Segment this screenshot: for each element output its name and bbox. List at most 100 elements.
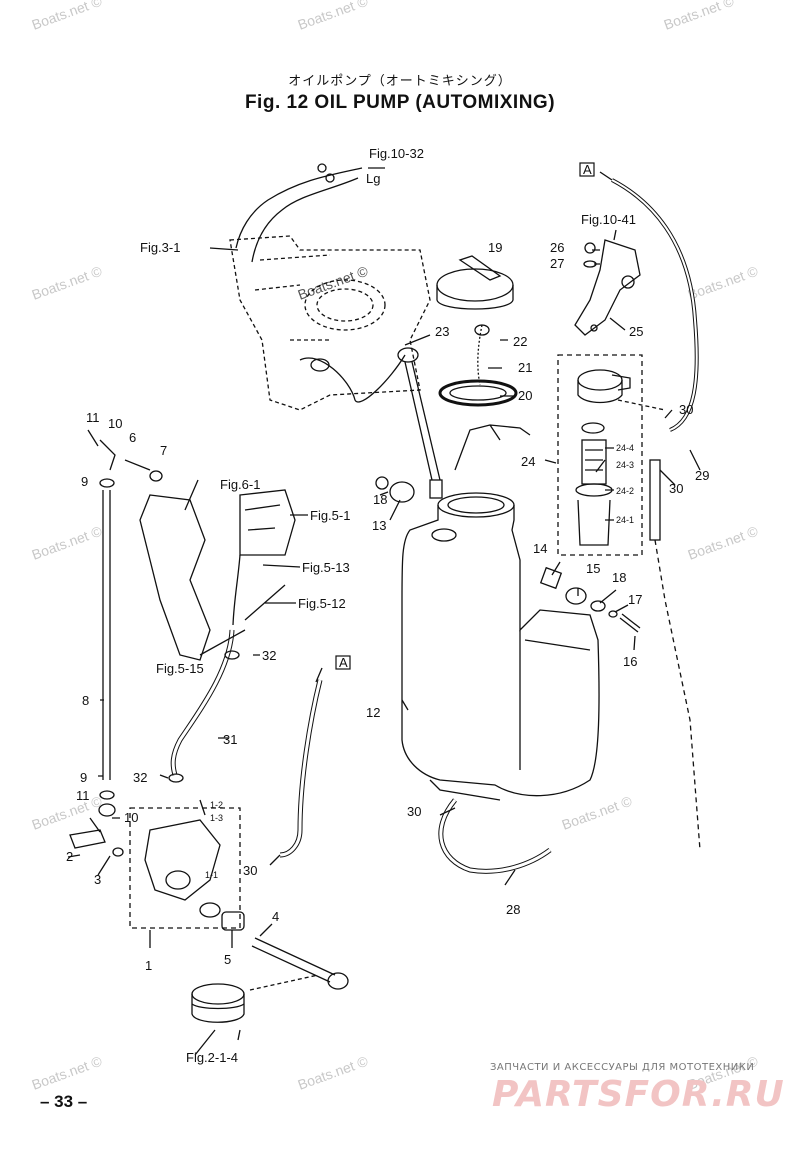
part-label: 24-4 — [616, 443, 634, 453]
part-24-fitting-body — [577, 380, 623, 404]
part-label: 19 — [488, 240, 502, 255]
watermarks: Boats.net © Boats.net © Boats.net © Boat… — [30, 0, 761, 1093]
part-label: 18 — [373, 492, 387, 507]
part-1-2-screw — [199, 799, 206, 816]
arrow-icon — [599, 171, 613, 181]
ref-a-label: A — [339, 655, 348, 670]
part-label: 29 — [695, 468, 709, 483]
part-label: 31 — [223, 732, 237, 747]
ref-a-label: A — [583, 162, 592, 177]
hose-link — [654, 539, 701, 851]
part-6-bolt — [124, 459, 151, 471]
part-label: 16 — [623, 654, 637, 669]
strainer-wire — [454, 424, 531, 471]
part-15-grommet — [565, 587, 587, 605]
part-label: 1 — [145, 958, 152, 973]
part-label: 24-2 — [616, 486, 634, 496]
watermark-text: Boats.net © — [30, 1052, 105, 1092]
part-24-3-filter — [581, 439, 607, 485]
part-label: 23 — [435, 324, 449, 339]
part-14-spacer — [539, 566, 563, 590]
watermark-text: Boats.net © — [30, 792, 105, 832]
part-25-bracket — [574, 239, 641, 336]
part-label: 10 — [124, 810, 138, 825]
part-28-hose-inner — [439, 799, 551, 873]
page-number: – 33 – — [40, 1092, 88, 1111]
part-label: 30 — [669, 481, 683, 496]
arrow-icon — [315, 667, 323, 683]
ref-fig5-12: Fig.5-12 — [298, 596, 346, 611]
figure-title-japanese: オイルポンプ（オートミキシング） — [288, 74, 512, 89]
part-label: 32 — [133, 770, 147, 785]
part-24-1-bowl — [577, 499, 611, 546]
part-label: 11 — [86, 410, 100, 425]
part-3-washer — [112, 847, 124, 857]
throttle-lever — [139, 494, 211, 661]
part-label: 1-2 — [210, 800, 223, 810]
watermark-text: Boats.net © — [296, 1052, 371, 1092]
part-label: 13 — [372, 518, 386, 533]
ref-box-a — [579, 162, 595, 177]
part-label: 9 — [80, 770, 87, 785]
part-label: 21 — [518, 360, 532, 375]
carburetor — [239, 489, 296, 556]
part-26-nut — [584, 242, 596, 254]
drive-gear — [191, 983, 245, 1005]
watermark-text: Boats.net © — [662, 0, 737, 33]
part-label: 30 — [679, 402, 693, 417]
part-24-fitting — [577, 369, 623, 391]
ref-fig10-41: Fig.10-41 — [581, 212, 636, 227]
line-art — [67, 163, 701, 1056]
pump-port — [165, 870, 191, 890]
part-31-hose-inner — [171, 629, 234, 776]
part-label: 9 — [81, 474, 88, 489]
drive-gear-body — [191, 994, 245, 1023]
gear-link — [237, 1029, 241, 1041]
part-24-elbow — [611, 374, 631, 391]
watermark-text: Boats.net © — [30, 522, 105, 562]
part-label: 15 — [586, 561, 600, 576]
part-7-nut — [149, 470, 163, 482]
part-21-chain — [477, 324, 483, 386]
part-12-oil-tank — [401, 492, 600, 801]
chain-ring — [474, 324, 490, 336]
part-label: 1-3 — [210, 813, 223, 823]
part-16-bolt — [619, 613, 641, 633]
ref-fig5-13: Fig.5-13 — [302, 560, 350, 575]
part-label: 2 — [66, 849, 73, 864]
part-label: 4 — [272, 909, 279, 924]
connector-icon — [317, 163, 327, 173]
part-5-collar — [221, 911, 245, 931]
brand-subtitle: ЗАПЧАСТИ И АКСЕССУАРЫ ДЛЯ МОТОТЕХНИКИ — [490, 1062, 755, 1073]
part-labels: 19 26 27 25 23 22 21 20 30 24-4 24 24-3 … — [66, 240, 709, 973]
ref-fig6-1: Fig.6-1 — [220, 477, 260, 492]
part-23-grommet — [397, 347, 419, 363]
ref-fig5-15: Fig.5-15 — [156, 661, 204, 676]
part-18-washer — [590, 600, 606, 612]
part-9-nut — [99, 478, 115, 488]
engine-block-outline — [229, 235, 431, 411]
part-30-hose-inner — [279, 679, 322, 857]
ref-fig3-1: Fig.3-1 — [140, 240, 180, 255]
watermark-text: Boats.net © — [686, 262, 761, 302]
part-10-joint — [99, 439, 116, 471]
carburetor-detail — [244, 504, 281, 531]
part-13-grommet — [389, 481, 415, 503]
filter-mesh — [585, 449, 603, 471]
shaft-gear — [327, 972, 349, 990]
part-20-gasket-inner — [449, 385, 507, 401]
ref-box-a — [335, 655, 351, 670]
part-label: 22 — [513, 334, 527, 349]
ref-lg: Lg — [366, 171, 380, 186]
part-24-4-oring — [581, 422, 605, 434]
dipstick-end — [429, 479, 443, 499]
part-label: 26 — [550, 240, 564, 255]
part-label: 18 — [612, 570, 626, 585]
part-label: 24-3 — [616, 460, 634, 470]
watermark-text: Boats.net © — [296, 262, 371, 302]
grommet — [310, 358, 330, 372]
drive-gear-teeth — [191, 1003, 245, 1010]
part-8-rod — [102, 490, 111, 780]
part-label: 12 — [366, 705, 380, 720]
